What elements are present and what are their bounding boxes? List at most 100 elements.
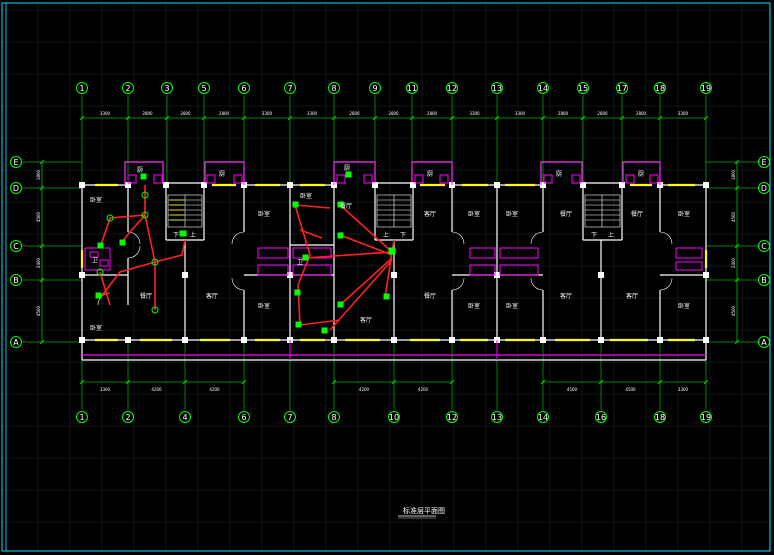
axis-bubble: 7 [284,82,296,94]
dim-tick [619,115,625,121]
dim-tick [39,243,45,249]
basin-icon [99,259,109,267]
axis-label: D [761,184,767,193]
light-fixture-icon [96,268,104,276]
axis-label: 4 [182,413,187,422]
room-label: 客厅 [206,292,218,300]
room-label: 卧室 [300,192,312,200]
sink-icon [336,174,346,184]
magenta-fixtures [82,161,706,360]
axis-label: 16 [596,413,606,422]
basin-icon [675,261,703,271]
axis-label: 18 [655,84,665,93]
column [580,182,586,188]
dim-tick [449,115,455,121]
room-label: 客厅 [424,210,436,218]
stair-direction-label: 下 [173,232,179,239]
room-label: 餐厅 [631,210,643,218]
column [201,182,207,188]
axis-bubble: 1 [76,82,88,94]
bathtub-icon [469,247,496,259]
axis-bubble: A [758,336,770,348]
axis-bubble: 9 [369,82,381,94]
light-fixture-icon [106,214,114,222]
stove-icon [153,174,163,184]
room-label: 卧室 [468,302,480,310]
axis-label: B [761,276,767,285]
stair-direction-label: 下 [591,232,597,239]
axis-bubble: 7 [284,411,296,423]
axis-label: 2 [125,413,130,422]
electrical-wiring [99,185,395,331]
dim-value: 1800 [731,169,736,180]
dim-tick [39,339,45,345]
dim-value: 3300 [307,111,318,116]
column [79,182,85,188]
column [125,337,131,343]
axis-bubble: 5 [198,82,210,94]
dim-tick [703,379,709,385]
axis-label: 9 [372,84,377,93]
dim-tick [125,115,131,121]
column [182,337,188,343]
axis-bubble: 14 [537,82,549,94]
axis-bubble: 11 [406,82,418,94]
axis-label: 11 [407,84,417,93]
axis-label: 19 [701,413,711,422]
room-label: 卧室 [678,302,690,310]
axis-label: 18 [655,413,665,422]
axis-bubble: 2 [122,411,134,423]
room-label: 卧室 [90,324,102,332]
axis-bubble: 1 [76,411,88,423]
light-fixture-icon [151,306,159,314]
column [598,272,604,278]
dim-value: 4200 [151,387,162,392]
dim-value: 4500 [36,305,41,316]
bathtub-icon [257,264,289,276]
room-labels: 卧室卧室餐厅客厅卧室卧室卧室餐厅客厅餐厅客厅卧室卧室卧室卧室餐厅客厅餐厅客厅卧室… [90,165,690,332]
axis-label: C [761,242,767,251]
dim-tick [540,379,546,385]
background-grid [2,3,770,551]
column [372,182,378,188]
dim-tick [657,379,663,385]
bathtub-icon [675,247,703,259]
column [494,182,500,188]
dim-value: 2800 [388,111,399,116]
axis-label: 7 [287,413,292,422]
switch-icon [302,254,309,261]
switch-icon [294,289,301,296]
dim-tick [201,115,207,121]
dim-tick [580,115,586,121]
bathtub-icon [499,264,539,276]
dim-value: 3300 [678,111,689,116]
switch-icon [97,242,104,249]
axis-label: 12 [447,84,457,93]
column [391,272,397,278]
stove-icon [363,174,373,184]
dim-tick [734,243,740,249]
dim-tick [241,379,247,385]
room-label: 餐厅 [140,292,152,300]
column [703,272,709,278]
dim-tick [182,379,188,385]
room-label: 卫 [297,259,303,266]
room-label: 厨 [137,167,143,174]
axis-label: 1 [79,413,84,422]
room-label: 卧室 [678,210,690,218]
kitchen-outline [204,161,245,185]
switch-icon [337,232,344,239]
dim-value: 1800 [36,169,41,180]
electrical-devices [95,171,396,334]
room-label: 餐厅 [424,292,436,300]
dim-value: 4500 [625,387,636,392]
column [449,337,455,343]
light-fixture-icon [141,211,149,219]
switch-icon [295,321,302,328]
axis-bubble: 2 [122,82,134,94]
axis-bubble: 15 [577,82,589,94]
axis-bubble: 19 [700,82,712,94]
column [79,272,85,278]
